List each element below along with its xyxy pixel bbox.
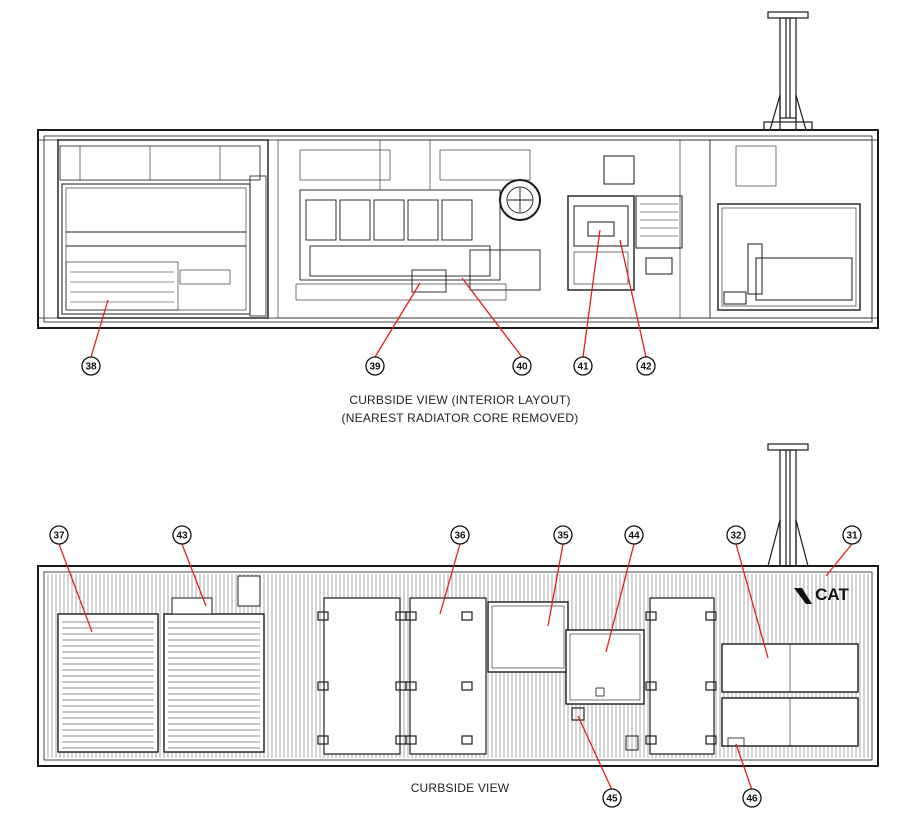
svg-text:39: 39 [369,362,381,373]
callout-45: 45 [602,788,622,808]
callout-31: 31 [842,525,862,545]
lower-exterior-view: CAT 37 43 36 35 [37,443,879,808]
leader-35 [547,543,564,627]
svg-text:36: 36 [454,531,466,542]
svg-text:41: 41 [577,362,589,373]
leader-42 [619,239,647,358]
leader-32 [735,543,769,659]
callout-39: 39 [365,356,385,376]
leader-43 [181,543,207,607]
leader-44 [605,543,635,653]
callout-43: 43 [172,525,192,545]
leader-lines-lower [58,543,853,791]
svg-text:31: 31 [846,531,858,542]
cat-logo: CAT [794,585,849,604]
callout-35: 35 [553,525,573,545]
outlet-box [625,735,639,751]
right-compartment [709,139,873,319]
callout-44: 44 [624,525,644,545]
air-intake-louvers [57,575,265,753]
engine-block [277,139,711,319]
callout-36: 36 [450,525,470,545]
svg-text:45: 45 [606,794,618,805]
leader-39 [374,282,421,358]
svg-text:38: 38 [85,362,97,373]
callout-40: 40 [512,356,532,376]
leader-41 [582,229,601,358]
access-doors [317,597,717,755]
leader-36 [439,543,461,615]
leader-lines-upper [90,229,647,358]
callout-41: 41 [573,356,593,376]
emergency-stop-box [571,707,585,721]
control-access-panel [565,629,645,705]
service-panel [487,601,569,673]
svg-text:46: 46 [746,794,758,805]
leader-45 [577,715,613,791]
callout-42: 42 [636,356,656,376]
svg-text:CAT: CAT [815,585,849,604]
exhaust-stack-upper [763,11,813,131]
upper-view-caption-line1: CURBSIDE VIEW (INTERIOR LAYOUT) [349,393,571,407]
callout-38: 38 [81,356,101,376]
leader-37 [58,543,93,633]
leader-46 [735,743,753,791]
svg-text:43: 43 [176,531,188,542]
callout-46: 46 [742,788,762,808]
exhaust-stack-lower [767,443,809,567]
exhaust-louvers [721,643,859,747]
leader-31 [825,543,853,577]
leader-40 [461,277,523,358]
container-frame-upper [37,129,879,329]
leader-38 [90,299,109,358]
lower-view-caption: CURBSIDE VIEW [410,781,510,795]
container-frame-lower [37,565,879,767]
svg-text:32: 32 [730,531,742,542]
svg-text:35: 35 [557,531,569,542]
control-panel [567,140,683,318]
svg-text:37: 37 [53,531,65,542]
svg-text:40: 40 [516,362,528,373]
upper-view-caption-line2: (NEAREST RADIATOR CORE REMOVED) [341,411,579,425]
radiator-area [57,139,269,319]
svg-text:44: 44 [628,531,640,542]
upper-interior-view: 38 39 40 41 42 [37,11,879,376]
callout-37: 37 [49,525,69,545]
callout-32: 32 [726,525,746,545]
svg-text:42: 42 [640,362,652,373]
